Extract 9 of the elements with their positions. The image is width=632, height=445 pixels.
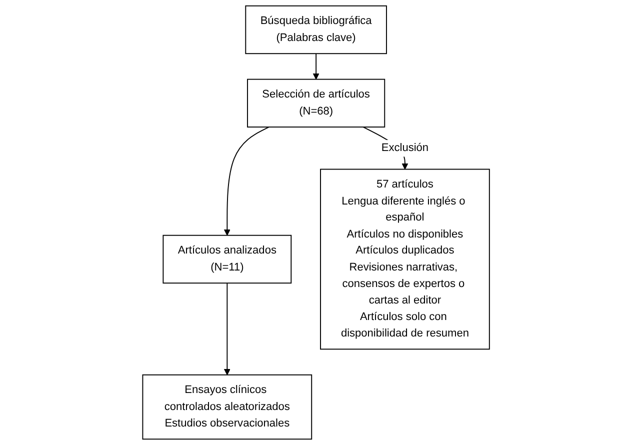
node-box: 57 artículos Lengua diferente inglés o español Artículos no disponibles Artículos duplicados Revisiones narrativas, consensos de expertos o cartas al editor Artículos solo con disponibilidad de resumen xyxy=(320,168,490,350)
node-box: Selección de artículos (N=68) xyxy=(246,78,386,128)
arrow xyxy=(224,126,270,236)
edge-label: Exclusión xyxy=(381,141,428,154)
node-box: Artículos analizados (N=11) xyxy=(162,234,292,284)
arrow xyxy=(312,53,320,80)
node-box: Búsqueda bibliográfica (Palabras clave) xyxy=(245,5,387,54)
node-box: Ensayos clínicos controlados aleatorizados Estudios observacionales xyxy=(142,374,312,440)
arrow xyxy=(224,282,230,376)
